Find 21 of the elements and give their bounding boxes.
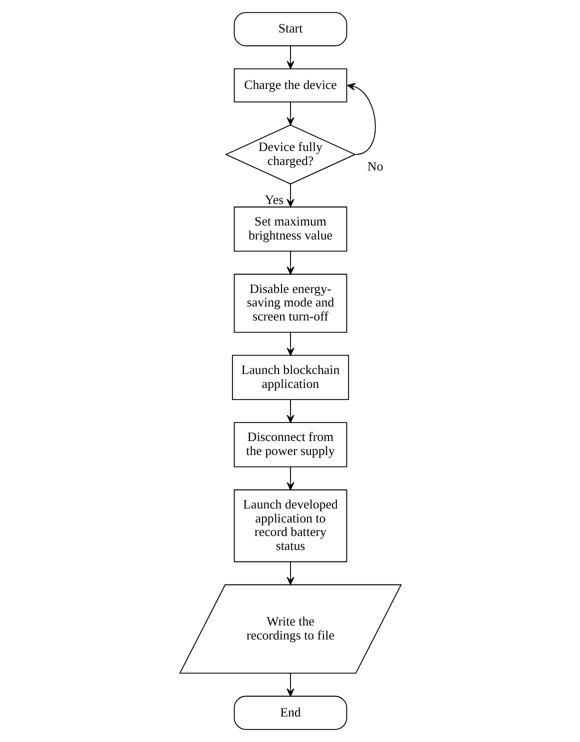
arrow [286,332,294,356]
arrow [346,83,376,155]
arrow [286,399,294,423]
arrow [286,672,294,697]
node-box: Disable energy-saving mode and screen turn-off [233,274,347,333]
arrow [286,102,294,126]
node-diamond: Device fully charged? [224,124,356,184]
arrow [286,466,294,490]
node-box: Launch blockchain application [231,354,348,400]
arrow [286,45,294,70]
arrow [286,561,294,586]
edge-label: No [366,159,383,174]
arrow [286,184,294,208]
node-box: Charge the device [233,68,347,102]
arrow [286,250,294,275]
node-box: Set maximum brightness value [233,206,347,252]
node-box: Disconnect from the power supply [233,422,347,468]
node-box: Start [233,12,347,46]
edge-label: Yes [264,192,284,207]
node-box: Launch developed application to record battery status [233,489,347,562]
node-box: End [233,696,347,730]
